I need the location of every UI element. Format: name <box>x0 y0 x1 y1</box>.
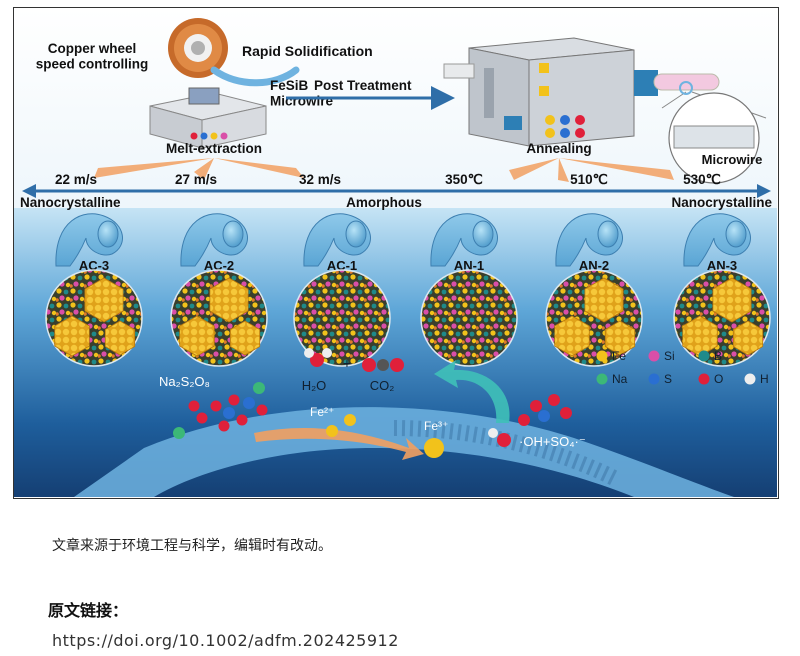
caption-text: 文章来源于环境工程与科学，编辑时有改动。 <box>52 538 332 554</box>
regeneration-arrow <box>434 360 510 423</box>
legend-item-fe: Fe <box>596 349 626 363</box>
co2-label: CO₂ <box>370 378 395 393</box>
axis-center-label: Amorphous <box>346 195 422 210</box>
fe2-ion <box>326 425 338 437</box>
legend-item-b: B <box>698 349 722 363</box>
sample-an-2: AN-2 <box>545 213 643 367</box>
speed-label-2: 27 m/s <box>175 172 217 187</box>
fe3-ion <box>424 438 444 458</box>
svg-text:Na: Na <box>612 372 628 386</box>
microwire-texture <box>393 420 618 486</box>
sample-label: AC-1 <box>327 258 357 273</box>
svg-text:O: O <box>714 372 723 386</box>
svg-text:Fe: Fe <box>612 349 626 363</box>
svg-text:S: S <box>664 372 672 386</box>
sample-an-1: AN-1 <box>420 213 518 367</box>
persulfate-label: Na₂S₂O₈ <box>159 374 210 389</box>
axis-arrow-right <box>757 184 771 198</box>
product-molecules <box>304 348 404 372</box>
temperature-label-3: 530℃ <box>683 172 722 187</box>
annealing-furnace <box>443 37 720 147</box>
sample-label: AN-3 <box>707 258 737 273</box>
element-legend: Fe Si B Na S O H <box>596 349 769 386</box>
svg-text:H: H <box>760 372 769 386</box>
copper-wheel <box>168 18 300 87</box>
fe2-label: Fe²⁺ <box>310 405 334 419</box>
source-heading: 原文链接： <box>48 601 129 620</box>
svg-text:B: B <box>714 349 722 363</box>
plus-sign: + <box>343 355 351 371</box>
temperature-label-1: 350℃ <box>445 172 484 187</box>
sample-label: AN-2 <box>579 258 609 273</box>
axis-right-label: Nanocrystalline <box>671 195 772 210</box>
post-treatment-label: Post Treatment <box>314 78 412 93</box>
sample-row: AC-3 AC-2 AC-1 AN-1 AN-2 AN-3 <box>45 213 771 367</box>
legend-item-h: H <box>744 372 769 386</box>
axis-arrow-left <box>22 184 36 198</box>
annealing-label: Annealing <box>526 141 591 156</box>
fe2-ion <box>344 414 356 426</box>
microwire-label: Microwire <box>702 152 763 167</box>
sample-ac-1: AC-1 <box>293 213 391 367</box>
rapid-solidification-label: Rapid Solidification <box>242 43 373 59</box>
radicals-label: ·OH+SO₄·⁻ <box>519 434 586 449</box>
sea-background <box>14 208 777 497</box>
speed-label-1: 22 m/s <box>55 172 97 187</box>
svg-text:Si: Si <box>664 349 675 363</box>
microwire-zoom <box>661 81 767 184</box>
radical-molecules <box>488 394 572 447</box>
melt-extraction-apparatus <box>149 87 267 149</box>
water-label: H₂O <box>302 378 327 393</box>
melt-extraction-label: Melt-extraction <box>166 141 262 156</box>
legend-item-si: Si <box>648 349 675 363</box>
legend-item-s: S <box>648 372 672 386</box>
sample-ac-2: AC-2 <box>170 213 268 367</box>
sample-label: AC-2 <box>204 258 234 273</box>
speed-label-3: 32 m/s <box>299 172 341 187</box>
sample-ac-3: AC-3 <box>45 213 143 367</box>
fe3-label: Fe³⁺ <box>424 419 448 433</box>
axis-left-label: Nanocrystalline <box>20 195 121 210</box>
sample-label: AC-3 <box>79 258 109 273</box>
electron-flow-arrow <box>254 428 424 460</box>
sample-label: AN-1 <box>454 258 484 273</box>
doi-link[interactable]: https://doi.org/10.1002/adfm.202425912 <box>52 631 399 650</box>
temperature-label-2: 510℃ <box>570 172 609 187</box>
legend-item-na: Na <box>596 372 628 386</box>
sample-an-3: AN-3 <box>673 213 771 367</box>
legend-item-o: O <box>698 372 723 386</box>
microwire-surface <box>74 407 734 497</box>
persulfate-molecules <box>173 382 268 439</box>
speed-arrows <box>94 158 674 182</box>
